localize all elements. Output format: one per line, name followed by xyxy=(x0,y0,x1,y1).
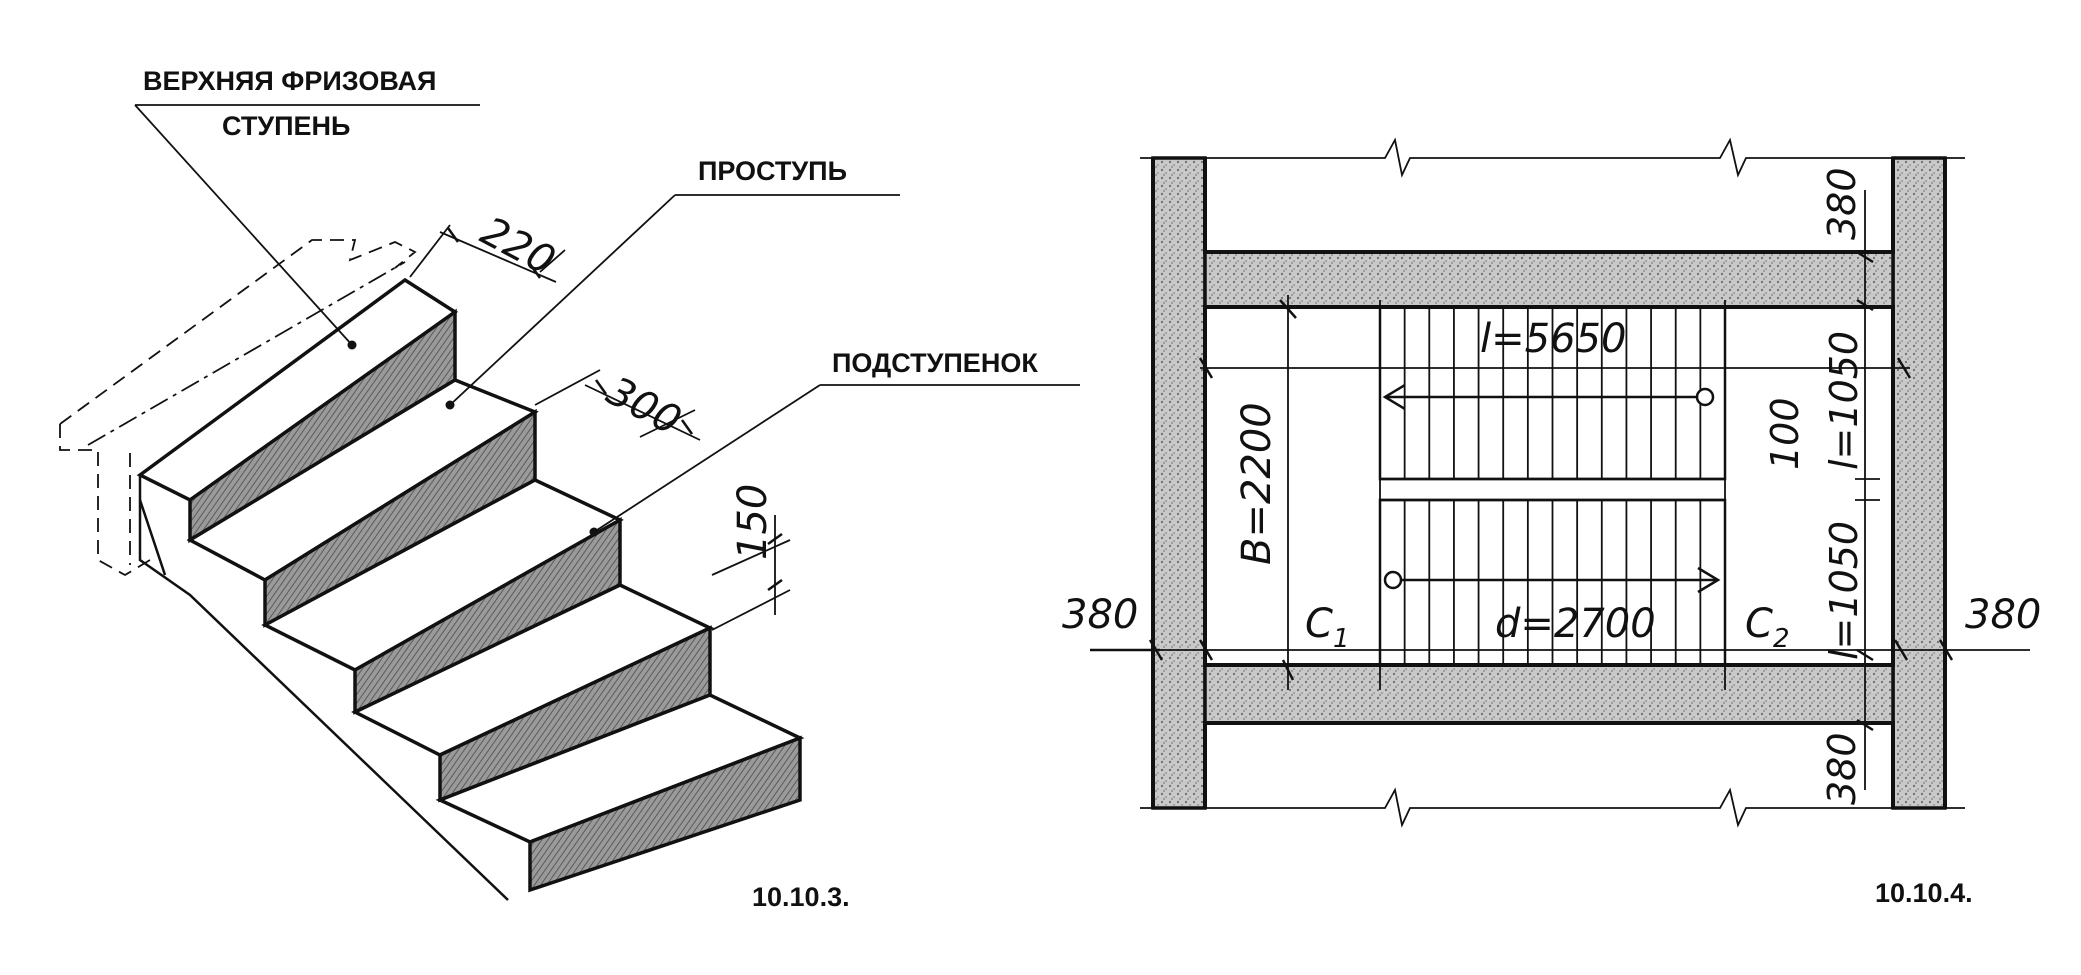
wall-top xyxy=(1203,250,1895,309)
dim-300: 300 xyxy=(599,368,688,444)
leader-tread xyxy=(449,194,676,406)
dim-gap: 100 xyxy=(1763,397,1807,470)
label-frieze-line1: ВЕРХНЯЯ ФРИЗОВАЯ xyxy=(143,66,436,96)
stair-isometric-figure: ВЕРХНЯЯ ФРИЗОВАЯ СТУПЕНЬ ПРОСТУПЬ ПОДСТУ… xyxy=(59,66,1080,912)
stair-plan-figure: l=5650 B=2200 d=2700 C1 C2 l=1050 l=1050… xyxy=(1062,137,2041,908)
dim-wall-right: 380 xyxy=(1965,592,2041,638)
label-frieze-line2: СТУПЕНЬ xyxy=(222,111,350,141)
dim-flight-width-top: l=1050 xyxy=(1822,331,1866,470)
dim-length: l=5650 xyxy=(1480,316,1626,362)
dim-wall-left: 380 xyxy=(1062,592,1138,638)
dim-220: 220 xyxy=(473,208,562,284)
leader-frieze xyxy=(134,104,353,346)
stringer-outline xyxy=(138,475,509,901)
label-tread: ПРОСТУПЬ xyxy=(698,156,847,186)
dim-landing-1: C1 xyxy=(1305,601,1349,654)
dim-flight-width-bottom: l=1050 xyxy=(1822,521,1866,660)
frieze-step-dashed-outline xyxy=(59,239,417,425)
wall-right xyxy=(1891,156,1947,810)
leader-riser xyxy=(593,384,821,533)
dim-flight-length: d=2700 xyxy=(1495,601,1656,647)
dim-wall-bottom: 380 xyxy=(1820,732,1864,805)
wall-left xyxy=(1151,156,1207,810)
dim-landing-2: C2 xyxy=(1745,601,1789,654)
dim-wall-top: 380 xyxy=(1820,167,1864,240)
label-riser: ПОДСТУПЕНОК xyxy=(832,348,1038,378)
dim-width: B=2200 xyxy=(1234,402,1280,565)
caption-10-10-4: 10.10.4. xyxy=(1875,878,1973,908)
dim-150: 150 xyxy=(730,484,776,560)
step-lines xyxy=(1403,307,1702,665)
wall-bottom xyxy=(1203,663,1895,725)
caption-10-10-3: 10.10.3. xyxy=(752,882,850,912)
